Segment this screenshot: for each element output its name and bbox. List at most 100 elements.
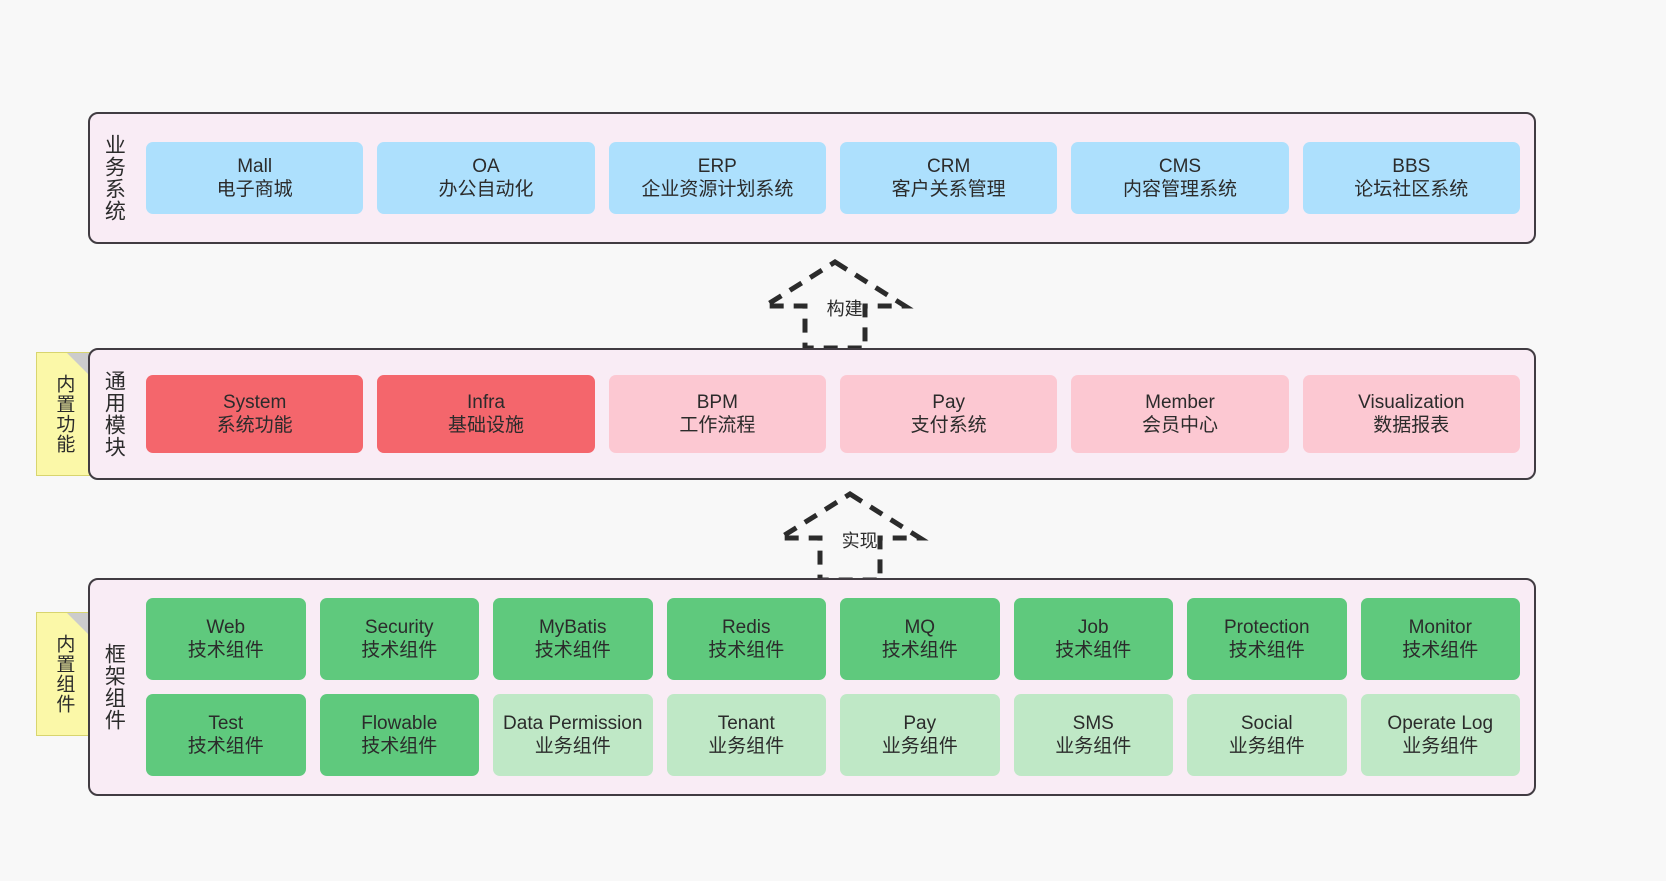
card-flowable[interactable]: Flowable 技术组件: [319, 694, 479, 776]
card-row: Test 技术组件 Flowable 技术组件 Data Permission …: [146, 694, 1520, 776]
card-mybatis[interactable]: MyBatis 技术组件: [493, 598, 653, 680]
card-subtitle: 内容管理系统: [1122, 179, 1237, 200]
card-security[interactable]: Security 技术组件: [319, 598, 479, 680]
card-title: Web: [206, 616, 246, 638]
card-row: Web 技术组件 Security 技术组件 MyBatis 技术组件 Redi…: [146, 598, 1520, 680]
card-title: Member: [1145, 391, 1215, 413]
connector-label: 构建: [826, 299, 863, 319]
card-title: Infra: [466, 391, 505, 413]
note-label: 内置组件: [53, 634, 75, 714]
card-subtitle: 工作流程: [679, 415, 756, 436]
card-title: Visualization: [1358, 391, 1465, 413]
layer-body-common-module: System 系统功能 Infra 基础设施 BPM 工作流程 Pay 支付系统…: [136, 350, 1534, 478]
card-subtitle: 数据报表: [1373, 415, 1450, 436]
layer-title-common-module: 通用模块: [102, 370, 126, 458]
card-title: SMS: [1072, 712, 1114, 734]
card-title: Tenant: [717, 712, 775, 734]
layer-body-framework-component: Web 技术组件 Security 技术组件 MyBatis 技术组件 Redi…: [136, 580, 1534, 794]
note-builtin-components: 内置组件: [36, 612, 90, 736]
card-mq[interactable]: MQ 技术组件: [840, 598, 1000, 680]
card-title: Pay: [932, 391, 966, 413]
card-title: Data Permission: [503, 712, 643, 734]
card-subtitle: 系统功能: [216, 415, 293, 436]
card-member[interactable]: Member 会员中心: [1071, 375, 1289, 453]
layer-framework-component: 框架组件 Web 技术组件 Security 技术组件 MyBatis 技术组件…: [88, 578, 1536, 796]
card-job[interactable]: Job 技术组件: [1013, 598, 1173, 680]
card-subtitle: 支付系统: [910, 415, 987, 436]
card-subtitle: 业务组件: [1402, 736, 1479, 757]
card-subtitle: 技术组件: [1402, 640, 1479, 661]
card-title: BBS: [1392, 155, 1431, 177]
card-subtitle: 业务组件: [1228, 736, 1305, 757]
card-title: ERP: [697, 155, 737, 177]
card-subtitle: 客户关系管理: [891, 179, 1006, 200]
card-title: Social: [1240, 712, 1293, 734]
card-bpm[interactable]: BPM 工作流程: [608, 375, 826, 453]
card-operate-log[interactable]: Operate Log 业务组件: [1360, 694, 1520, 776]
note-builtin-functions: 内置功能: [36, 352, 90, 476]
card-mall[interactable]: Mall 电子商城: [146, 142, 364, 214]
card-data-permission[interactable]: Data Permission 业务组件: [493, 694, 653, 776]
card-title: Mall: [237, 155, 273, 177]
card-title: Redis: [721, 616, 771, 638]
layer-title-business-system: 业务系统: [102, 134, 126, 222]
card-row: Mall 电子商城 OA 办公自动化 ERP 企业资源计划系统 CRM 客户关系…: [146, 142, 1520, 214]
card-title: Monitor: [1408, 616, 1472, 638]
card-pay-module[interactable]: Pay 支付系统: [839, 375, 1058, 453]
card-oa[interactable]: OA 办公自动化: [377, 142, 595, 214]
connector-implement: 实现: [770, 490, 930, 583]
card-subtitle: 技术组件: [187, 736, 264, 757]
card-title: MQ: [904, 616, 936, 638]
card-subtitle: 办公自动化: [438, 179, 534, 200]
card-subtitle: 业务组件: [534, 736, 611, 757]
card-subtitle: 电子商城: [216, 179, 293, 200]
card-title: CMS: [1158, 155, 1202, 177]
card-system[interactable]: System 系统功能: [146, 375, 364, 453]
layer-common-module: 通用模块 System 系统功能 Infra 基础设施 BPM 工作流程 Pay…: [88, 348, 1536, 480]
card-test[interactable]: Test 技术组件: [146, 694, 306, 776]
card-cms[interactable]: CMS 内容管理系统: [1071, 142, 1289, 214]
card-title: MyBatis: [538, 616, 607, 638]
card-title: BPM: [696, 391, 738, 413]
card-title: Security: [364, 616, 434, 638]
card-subtitle: 技术组件: [708, 640, 785, 661]
card-infra[interactable]: Infra 基础设施: [377, 375, 595, 453]
card-subtitle: 技术组件: [534, 640, 611, 661]
card-title: Flowable: [361, 712, 438, 734]
card-row: System 系统功能 Infra 基础设施 BPM 工作流程 Pay 支付系统…: [146, 375, 1520, 453]
card-title: Operate Log: [1387, 712, 1494, 734]
card-redis[interactable]: Redis 技术组件: [666, 598, 826, 680]
card-subtitle: 技术组件: [881, 640, 958, 661]
card-web[interactable]: Web 技术组件: [146, 598, 306, 680]
card-protection[interactable]: Protection 技术组件: [1187, 598, 1347, 680]
note-label: 内置功能: [53, 374, 75, 454]
card-subtitle: 技术组件: [361, 640, 438, 661]
card-title: OA: [472, 155, 500, 177]
card-subtitle: 企业资源计划系统: [641, 179, 794, 200]
card-title: Pay: [903, 712, 937, 734]
note-fold-corner-icon: [67, 613, 89, 635]
card-crm[interactable]: CRM 客户关系管理: [839, 142, 1058, 214]
card-monitor[interactable]: Monitor 技术组件: [1360, 598, 1520, 680]
card-subtitle: 技术组件: [361, 736, 438, 757]
card-pay-component[interactable]: Pay 业务组件: [840, 694, 1000, 776]
connector-build: 构建: [755, 258, 915, 351]
layer-title-framework-component: 框架组件: [102, 643, 126, 731]
card-bbs[interactable]: BBS 论坛社区系统: [1302, 142, 1520, 214]
card-subtitle: 技术组件: [187, 640, 264, 661]
card-sms[interactable]: SMS 业务组件: [1013, 694, 1173, 776]
note-fold-corner-icon: [67, 353, 89, 375]
card-subtitle: 论坛社区系统: [1354, 179, 1469, 200]
connector-label: 实现: [841, 531, 878, 551]
card-erp[interactable]: ERP 企业资源计划系统: [608, 142, 826, 214]
card-subtitle: 会员中心: [1141, 415, 1218, 436]
card-title: Test: [208, 712, 244, 734]
card-subtitle: 技术组件: [1055, 640, 1132, 661]
card-social[interactable]: Social 业务组件: [1187, 694, 1347, 776]
card-subtitle: 业务组件: [708, 736, 785, 757]
card-subtitle: 技术组件: [1228, 640, 1305, 661]
card-visualization[interactable]: Visualization 数据报表: [1302, 375, 1520, 453]
card-subtitle: 业务组件: [881, 736, 958, 757]
card-tenant[interactable]: Tenant 业务组件: [666, 694, 826, 776]
